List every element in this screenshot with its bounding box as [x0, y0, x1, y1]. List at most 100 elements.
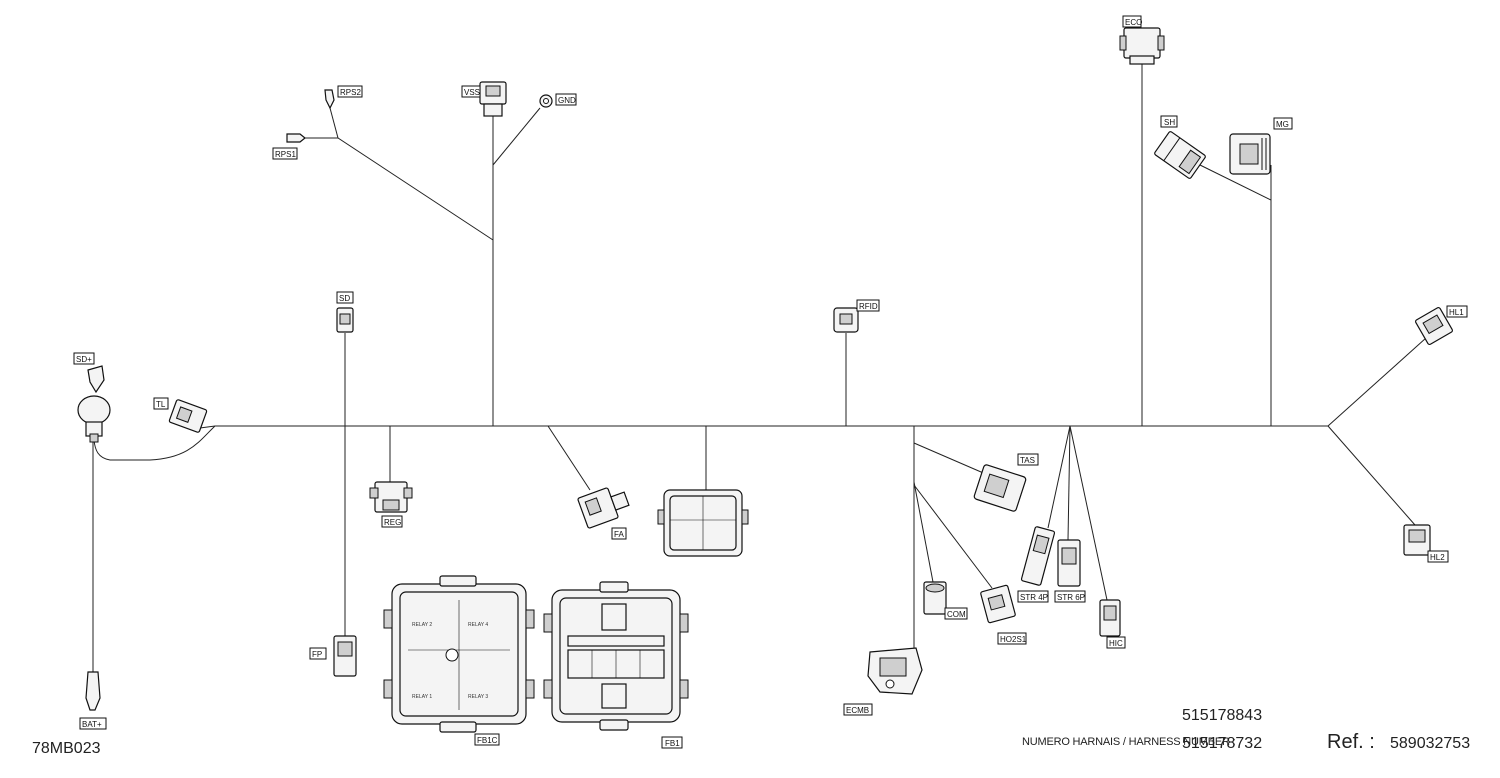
rps1-connector: [286, 133, 306, 143]
label-hl2: HL2: [1427, 550, 1449, 563]
harness-number-label: NUMERO HARNAIS / HARNESS NUMBER :: [1022, 736, 1236, 748]
eco-connector: [1119, 27, 1165, 65]
svg-text:SD+: SD+: [76, 355, 92, 364]
label-tl: TL: [153, 397, 169, 410]
label-eco: ECO: [1122, 15, 1142, 28]
label-sd-plus: SD+: [73, 352, 95, 365]
label-fa: FA: [611, 527, 627, 540]
sd-plus-key-switch: [77, 365, 111, 443]
svg-text:VSS: VSS: [464, 88, 480, 97]
str6p-wire: [1067, 425, 1071, 541]
rfid-connector: [833, 307, 859, 333]
vss-connector: [479, 81, 507, 117]
svg-text:FB1C: FB1C: [477, 736, 498, 745]
hl2-connector: [1403, 524, 1431, 556]
sd-plus-curve-wire: [93, 425, 216, 461]
label-mg: MG: [1273, 117, 1293, 130]
label-str4p: STR 4P: [1017, 590, 1049, 603]
label-sd: SD: [336, 291, 354, 304]
svg-text:HL1: HL1: [1449, 308, 1464, 317]
svg-text:GND: GND: [558, 96, 576, 105]
harness-wires: [92, 64, 1427, 672]
rps2-wire: [329, 107, 339, 139]
svg-text:ECMB: ECMB: [846, 706, 869, 715]
svg-text:SH: SH: [1164, 118, 1175, 127]
hl2-wire: [1327, 425, 1416, 526]
svg-text:FA: FA: [614, 530, 624, 539]
rps-wire: [305, 137, 494, 241]
tas-wire: [913, 442, 989, 476]
fb1c-relay2-text: RELAY 2: [412, 622, 432, 628]
fb1c-relay4-text: RELAY 4: [468, 622, 488, 628]
harness-number-2: 515178732: [1182, 735, 1263, 752]
svg-text:TAS: TAS: [1020, 456, 1035, 465]
svg-text:FB1: FB1: [665, 739, 680, 748]
label-fb1c: FB1C: [474, 733, 500, 746]
com-connector: [923, 581, 947, 615]
fp-connector: [333, 635, 357, 677]
harness-number-1: 515178843: [1182, 707, 1263, 724]
ecmb-connector: [867, 647, 923, 695]
label-rps1: RPS1: [272, 147, 298, 160]
sh-connector: [1154, 131, 1206, 179]
label-ho2s1: HO2S1: [997, 632, 1027, 645]
tas-connector: [973, 464, 1027, 512]
fa-connector: [577, 487, 630, 529]
label-fp: FP: [309, 647, 327, 660]
fb1c-fuse-box: RELAY 2 RELAY 4 RELAY 1 RELAY 3: [383, 575, 535, 733]
hic-wire: [1069, 425, 1108, 601]
ho2s1-connector: [980, 584, 1016, 624]
svg-text:RFID: RFID: [859, 302, 878, 311]
svg-text:TL: TL: [156, 400, 166, 409]
str6p-connector: [1057, 539, 1081, 587]
tl-wire: [199, 425, 216, 429]
label-fb1: FB1: [661, 736, 683, 749]
sd-connector: [336, 307, 354, 333]
gnd-wire: [492, 107, 541, 166]
fuse-block-connector: [657, 489, 749, 557]
hl1-wire: [1327, 337, 1427, 427]
label-ecmb: ECMB: [843, 703, 873, 716]
svg-text:FP: FP: [312, 650, 322, 659]
bat-plus-terminal: [85, 671, 101, 711]
label-rfid: RFID: [856, 299, 880, 312]
fa-wire: [547, 425, 591, 491]
hl1-connector: [1415, 307, 1453, 345]
str4p-connector: [1020, 526, 1056, 586]
label-str6p: STR 6P: [1054, 590, 1086, 603]
ref-value: 589032753: [1390, 735, 1471, 752]
ref-label: Ref. :: [1327, 731, 1375, 753]
label-bat-plus: BAT+: [79, 717, 107, 730]
svg-text:HL2: HL2: [1430, 553, 1445, 562]
svg-text:HO2S1: HO2S1: [1000, 635, 1027, 644]
str4p-wire: [1047, 425, 1071, 529]
connector-labels: ECO SH MG RPS2 RPS1 VSS GND SD: [73, 15, 1468, 749]
svg-text:HIC: HIC: [1109, 639, 1123, 648]
label-reg: REG: [381, 515, 403, 528]
svg-text:RPS2: RPS2: [340, 88, 361, 97]
label-com: COM: [944, 607, 968, 620]
ho2s1-wire: [913, 484, 993, 589]
fb1c-relay1-text: RELAY 1: [412, 694, 432, 700]
label-vss: VSS: [461, 85, 481, 98]
label-rps2: RPS2: [337, 85, 363, 98]
svg-text:BAT+: BAT+: [82, 720, 102, 729]
fb1c-relay3-text: RELAY 3: [468, 694, 488, 700]
gnd-ring-terminal: [539, 94, 553, 108]
tl-connector: [168, 399, 208, 433]
svg-text:REG: REG: [384, 518, 401, 527]
label-sh: SH: [1160, 115, 1178, 128]
svg-text:STR 6P: STR 6P: [1057, 593, 1085, 602]
hic-connector: [1099, 599, 1121, 637]
com-wire: [913, 481, 934, 583]
reg-connector: [369, 481, 413, 513]
label-gnd: GND: [555, 93, 577, 106]
diagram-code: 78MB023: [32, 740, 101, 757]
sh-mg-wire: [1199, 164, 1272, 426]
svg-text:MG: MG: [1276, 120, 1289, 129]
svg-text:RPS1: RPS1: [275, 150, 296, 159]
svg-text:STR 4P: STR 4P: [1020, 593, 1048, 602]
svg-text:SD: SD: [339, 294, 350, 303]
rps2-connector: [324, 89, 335, 110]
